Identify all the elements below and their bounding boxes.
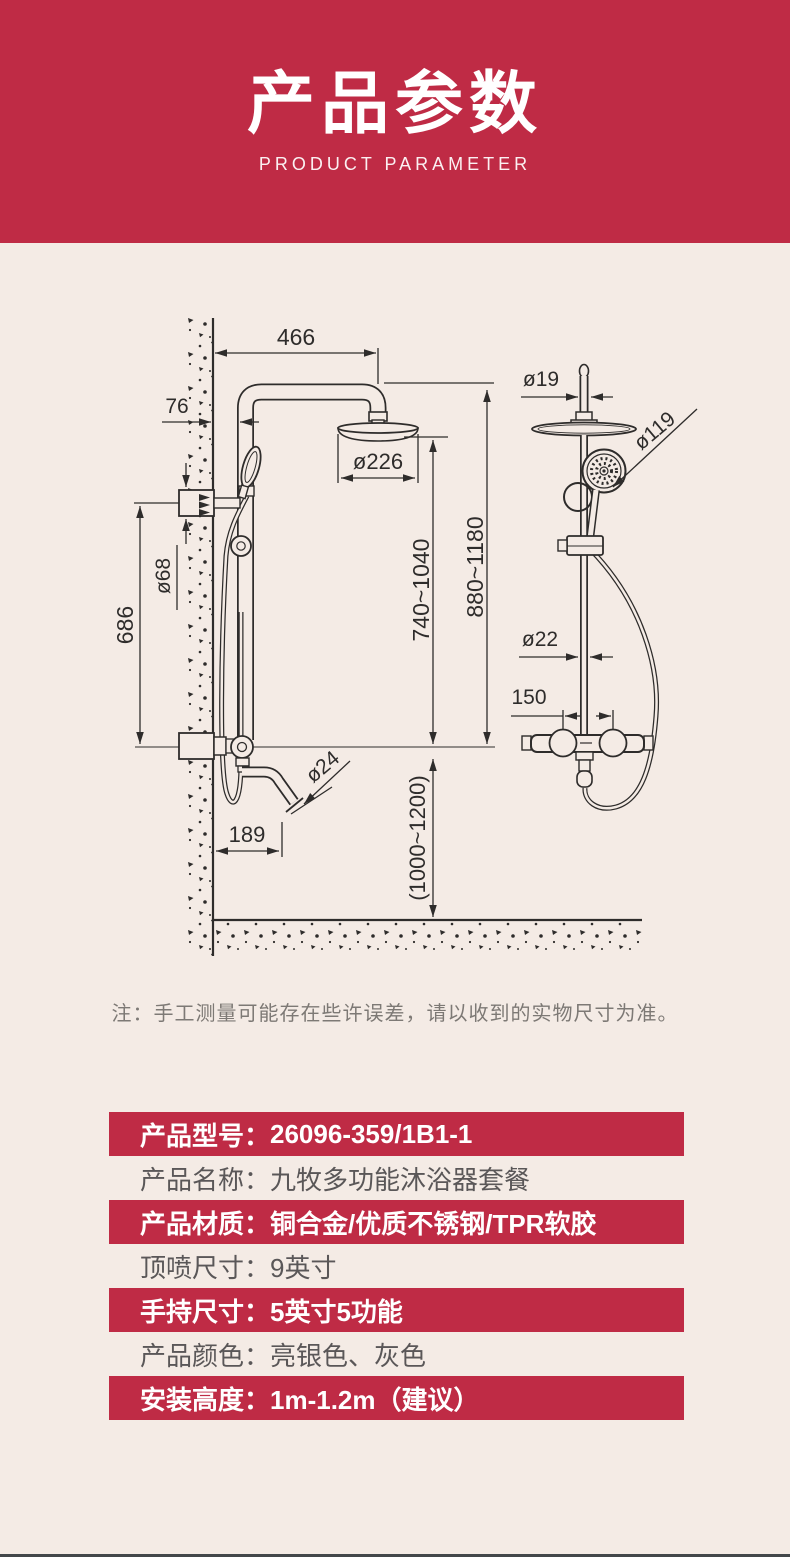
slider-clamp — [230, 535, 252, 557]
spec-row-model: 产品型号：26096-359/1B1-1 — [109, 1112, 684, 1156]
spec-label: 产品颜色： — [140, 1340, 271, 1371]
valve-wall-bracket — [178, 732, 215, 760]
dim-head-diameter: ø226 — [353, 449, 403, 474]
spec-label: 手持尺寸： — [140, 1296, 271, 1327]
dim-install-height: (1000~1200) — [405, 775, 430, 900]
dim-bracket-diameter: ø68 — [152, 558, 175, 594]
valve-knob-left — [548, 728, 578, 758]
spec-row-color: 产品颜色：亮银色、灰色 — [109, 1332, 684, 1376]
spec-row-install-height: 安装高度：1m-1.2m（建议） — [109, 1376, 684, 1420]
spec-table: 产品型号：26096-359/1B1-1 产品名称：九牧多功能沐浴器套餐 产品材… — [109, 1112, 684, 1420]
dim-bracket-to-valve: 686 — [112, 606, 138, 644]
spec-label: 产品名称： — [140, 1164, 271, 1195]
valve-joint — [230, 735, 254, 759]
spec-row-head-size: 顶喷尺寸：9英寸 — [109, 1244, 684, 1288]
measurement-note: 注：手工测量可能存在些许误差，请以收到的实物尺寸为准。 — [111, 1003, 679, 1025]
spec-row-hand-size: 手持尺寸：5英寸5功能 — [109, 1288, 684, 1332]
front-view — [178, 383, 419, 813]
valve-knob-right — [598, 728, 628, 758]
wall-bracket — [178, 489, 215, 517]
dim-riser-diameter: ø22 — [522, 628, 558, 651]
dim-top-pipe-diameter: ø19 — [523, 368, 559, 391]
page-subtitle: PRODUCT PARAMETER — [258, 154, 532, 174]
dimension-lines — [134, 348, 698, 917]
spec-value: 5英寸5功能 — [270, 1296, 403, 1327]
spec-value: 9英寸 — [270, 1252, 337, 1283]
shower-dimension-diagram: 466 76 ø226 740~1040 880~1180 686 ø68 18… — [112, 318, 698, 956]
spec-label: 安装高度： — [140, 1384, 271, 1415]
dim-valve-spacing: 150 — [511, 686, 546, 709]
dim-top-width: 466 — [277, 324, 315, 350]
rain-shower-head — [337, 422, 419, 434]
technical-drawing: 466 76 ø226 740~1040 880~1180 686 ø68 18… — [100, 305, 700, 965]
spec-label: 产品材质： — [140, 1208, 271, 1239]
spec-label: 产品型号： — [140, 1120, 271, 1151]
page-title: 产品参数 — [246, 66, 543, 142]
dim-head-to-valve: 740~1040 — [408, 539, 434, 642]
dim-spout-diameter: ø24 — [302, 746, 345, 787]
spec-row-material: 产品材质：铜合金/优质不锈钢/TPR软胶 — [109, 1200, 684, 1244]
spec-value: 亮银色、灰色 — [270, 1340, 427, 1371]
side-view — [521, 363, 660, 811]
spec-value: 1m-1.2m（建议） — [270, 1384, 480, 1415]
spec-value: 26096-359/1B1-1 — [270, 1118, 473, 1149]
spec-value: 铜合金/优质不锈钢/TPR软胶 — [270, 1208, 597, 1239]
dim-wall-offset: 76 — [165, 395, 188, 418]
hose-outlet — [576, 770, 593, 788]
spec-row-name: 产品名称：九牧多功能沐浴器套餐 — [109, 1156, 684, 1200]
hand-shower — [237, 445, 262, 500]
dim-spout-reach: 189 — [229, 822, 266, 847]
spec-value: 九牧多功能沐浴器套餐 — [270, 1164, 531, 1195]
bottom-bar — [0, 1554, 790, 1557]
spec-label: 顶喷尺寸： — [140, 1252, 271, 1283]
header-banner: 产品参数 PRODUCT PARAMETER — [0, 0, 790, 243]
dim-overall-height: 880~1180 — [462, 516, 488, 617]
